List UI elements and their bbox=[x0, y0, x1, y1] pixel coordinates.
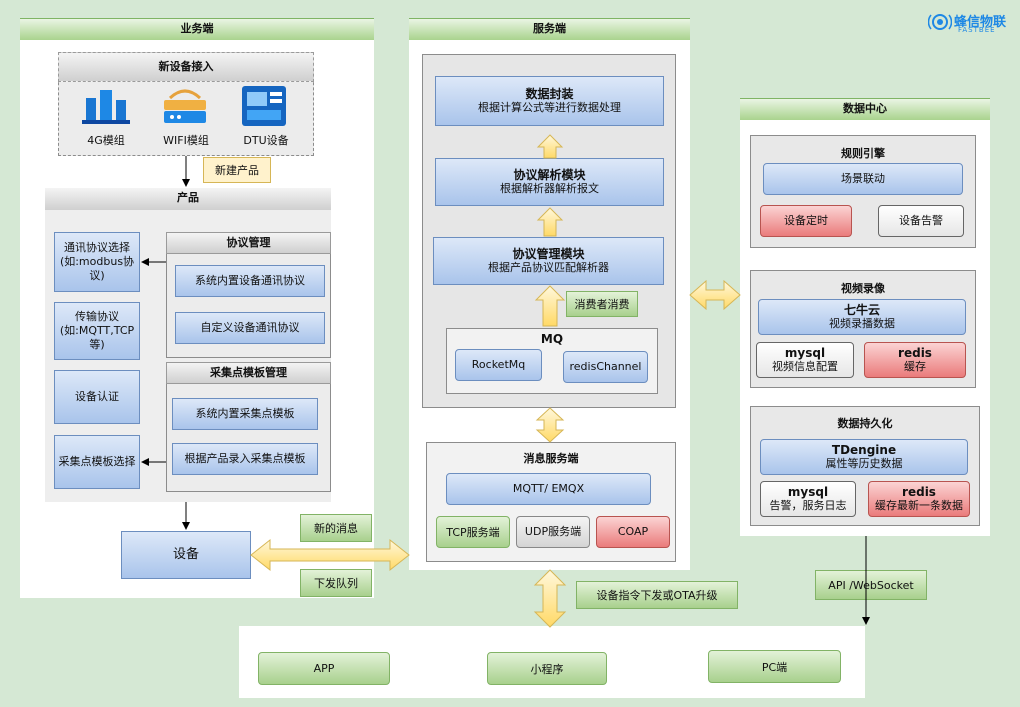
double-arrow-server-datacenter bbox=[689, 279, 741, 311]
rule-engine-title: 规则引擎 bbox=[841, 147, 885, 160]
brand-logo: 蜂信物联 FASTBEE bbox=[928, 10, 1016, 36]
send-queue-label: 下发队列 bbox=[300, 569, 372, 597]
protocol-mgmt-title: 协议管理 bbox=[166, 232, 331, 254]
wifi-module-icon bbox=[164, 89, 206, 123]
video-redis-title: redis bbox=[898, 346, 932, 360]
data-pack-desc: 根据计算公式等进行数据处理 bbox=[478, 101, 621, 114]
template-select: 采集点模板选择 bbox=[54, 435, 140, 489]
client-app: APP bbox=[258, 652, 390, 685]
consumer-label: 消费者消费 bbox=[566, 291, 638, 317]
device-box: 设备 bbox=[121, 531, 251, 579]
product-title: 产品 bbox=[45, 188, 331, 210]
proto-parse-desc: 根据解析器解析报文 bbox=[500, 182, 599, 195]
client-pc: PC端 bbox=[708, 650, 841, 683]
transport-protocol: 传输协议(如:MQTT,TCP等) bbox=[54, 302, 140, 360]
udp-server-box: UDP服务端 bbox=[516, 516, 590, 548]
brand-sub: FASTBEE bbox=[958, 26, 996, 34]
persist-redis-desc: 缓存最新一条数据 bbox=[875, 499, 963, 512]
double-arrow-server-clients bbox=[533, 569, 567, 628]
video-redis-box: redis 缓存 bbox=[864, 342, 966, 378]
custom-protocol: 自定义设备通讯协议 bbox=[175, 312, 325, 344]
device-auth: 设备认证 bbox=[54, 370, 140, 424]
new-device-title: 新设备接入 bbox=[58, 52, 314, 82]
logo-icon bbox=[928, 14, 952, 30]
qiniu-desc: 视频录播数据 bbox=[829, 317, 895, 330]
msg-server-title: 消息服务端 bbox=[523, 452, 579, 465]
proto-parse-title: 协议解析模块 bbox=[513, 168, 586, 182]
dtu-device-label: DTU设备 bbox=[243, 134, 289, 147]
persist-mysql-title: mysql bbox=[787, 485, 829, 499]
business-title: 业务端 bbox=[20, 18, 374, 40]
tdengine-title: TDengine bbox=[831, 443, 897, 457]
qiniu-title: 七牛云 bbox=[843, 303, 880, 317]
4g-module-label: 4G模组 bbox=[87, 134, 125, 147]
protocol-select: 通讯协议选择(如:modbus协议) bbox=[54, 232, 140, 292]
ota-label: 设备指令下发或OTA升级 bbox=[576, 581, 738, 609]
api-websocket-label: API /WebSocket bbox=[815, 570, 927, 600]
new-product-label: 新建产品 bbox=[203, 157, 271, 183]
video-redis-desc: 缓存 bbox=[904, 360, 926, 373]
proto-parse-module: 协议解析模块 根据解析器解析报文 bbox=[435, 158, 664, 206]
data-pack-title: 数据封装 bbox=[525, 87, 574, 101]
video-mysql-box: mysql 视频信息配置 bbox=[756, 342, 854, 378]
proto-mgmt-module: 协议管理模块 根据产品协议匹配解析器 bbox=[433, 237, 664, 285]
dtu-device-icon bbox=[242, 86, 286, 126]
data-pack-module: 数据封装 根据计算公式等进行数据处理 bbox=[435, 76, 664, 126]
custom-template: 根据产品录入采集点模板 bbox=[172, 443, 318, 475]
rocketmq-box: RocketMq bbox=[455, 349, 542, 381]
scene-linkage-box: 场景联动 bbox=[763, 163, 963, 195]
template-mgmt-title: 采集点模板管理 bbox=[166, 362, 331, 384]
qiniu-box: 七牛云 视频录播数据 bbox=[758, 299, 966, 335]
redischannel-box: redisChannel bbox=[563, 351, 648, 383]
mqtt-emqx-box: MQTT/ EMQX bbox=[446, 473, 651, 505]
tdengine-desc: 属性等历史数据 bbox=[825, 457, 903, 470]
builtin-template: 系统内置采集点模板 bbox=[172, 398, 318, 430]
4g-module-icon bbox=[82, 90, 130, 124]
video-mysql-title: mysql bbox=[784, 346, 826, 360]
device-alarm-box: 设备告警 bbox=[878, 205, 964, 237]
tdengine-box: TDengine 属性等历史数据 bbox=[760, 439, 968, 475]
persist-redis-title: redis bbox=[902, 485, 936, 499]
data-center-title: 数据中心 bbox=[740, 98, 990, 120]
proto-mgmt-desc: 根据产品协议匹配解析器 bbox=[488, 261, 609, 274]
persist-title: 数据持久化 bbox=[837, 417, 893, 430]
proto-mgmt-title: 协议管理模块 bbox=[512, 247, 585, 261]
mq-title: MQ bbox=[540, 332, 564, 346]
builtin-protocol: 系统内置设备通讯协议 bbox=[175, 265, 325, 297]
persist-mysql-desc: 告警，服务日志 bbox=[769, 499, 847, 512]
server-title: 服务端 bbox=[409, 18, 690, 40]
video-mysql-desc: 视频信息配置 bbox=[772, 360, 838, 373]
persist-redis-box: redis 缓存最新一条数据 bbox=[868, 481, 970, 517]
brand-name: 蜂信物联 bbox=[954, 15, 1007, 30]
client-miniprogram: 小程序 bbox=[487, 652, 607, 685]
tcp-server-box: TCP服务端 bbox=[436, 516, 510, 548]
wifi-module-label: WIFI模组 bbox=[163, 134, 209, 147]
coap-box: COAP bbox=[596, 516, 670, 548]
device-timer-box: 设备定时 bbox=[760, 205, 852, 237]
new-message-label: 新的消息 bbox=[300, 514, 372, 542]
video-title: 视频录像 bbox=[841, 282, 885, 295]
persist-mysql-box: mysql 告警，服务日志 bbox=[760, 481, 856, 517]
